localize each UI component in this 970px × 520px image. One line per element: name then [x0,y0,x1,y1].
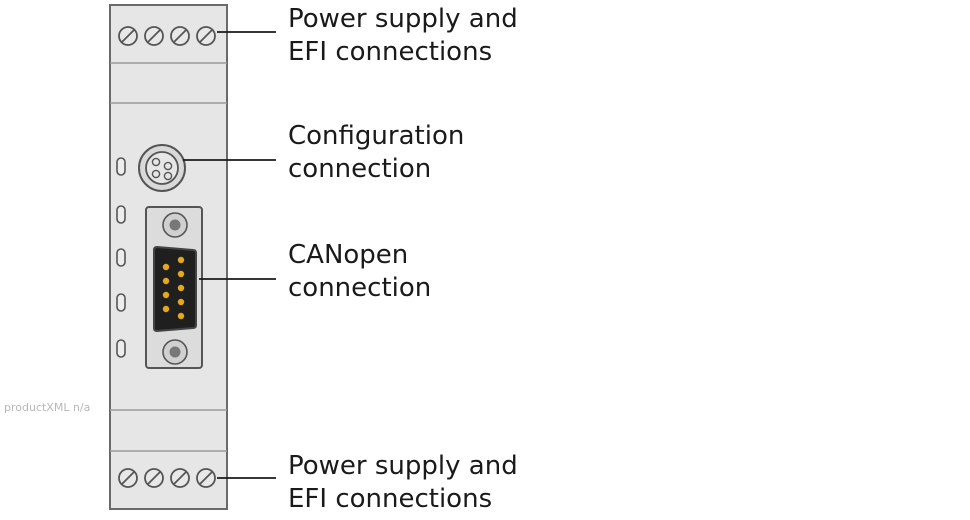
screw-terminal-icon [196,468,216,488]
led-icon [116,248,126,267]
mounting-screw-center [169,219,181,231]
callout-line: Power supply and [288,4,518,34]
screw-terminal-icon [170,468,190,488]
dsub-shell [153,245,197,333]
screw-terminal-icon [170,26,190,46]
callout-power-bottom: Power supply and EFI connections [288,450,518,516]
mounting-screw-center [169,346,181,358]
screw-terminal-icon [144,468,164,488]
callout-line: EFI connections [288,484,493,514]
screw-terminal-icon [118,468,138,488]
status-leds [116,157,126,358]
callout-line: Configuration [288,121,465,151]
callout-line: CANopen [288,240,409,270]
callout-line: connection [288,154,432,184]
callout-power-top: Power supply and EFI connections [288,3,518,69]
canopen-connector-icon [145,206,203,369]
screw-terminal-icon [196,26,216,46]
screw-terminal-icon [144,26,164,46]
led-icon [116,157,126,176]
led-icon [116,293,126,312]
led-icon [116,339,126,358]
configuration-connector-icon [138,144,186,192]
led-icon [116,205,126,224]
callout-line: EFI connections [288,37,493,67]
screw-terminal-icon [118,26,138,46]
callout-configuration: Configuration connection [288,120,464,186]
watermark-text: productXML n/a [4,401,91,414]
terminal-block-top [118,26,216,46]
callout-canopen: CANopen connection [288,239,431,305]
callout-line: Power supply and [288,451,518,481]
terminal-block-bottom [118,468,216,488]
callout-line: connection [288,273,432,303]
